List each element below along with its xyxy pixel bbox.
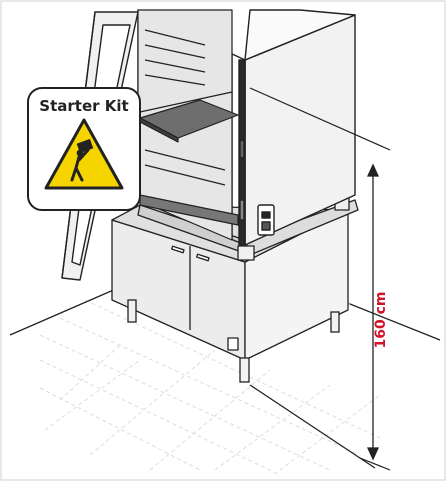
height-dimension bbox=[366, 163, 380, 461]
base-legs bbox=[127, 299, 340, 383]
callout-pointer bbox=[139, 91, 233, 113]
stand-rail bbox=[137, 195, 359, 261]
dimension-leaders bbox=[249, 87, 391, 471]
floor-outline bbox=[9, 284, 441, 469]
height-label: 160 cm bbox=[373, 292, 389, 349]
oven-interior bbox=[137, 9, 239, 241]
starter-kit-label: Starter Kit bbox=[39, 97, 128, 115]
lift-warning-icon bbox=[44, 118, 124, 190]
starter-kit-callout: Starter Kit bbox=[27, 87, 141, 211]
floor-grid bbox=[39, 299, 381, 476]
